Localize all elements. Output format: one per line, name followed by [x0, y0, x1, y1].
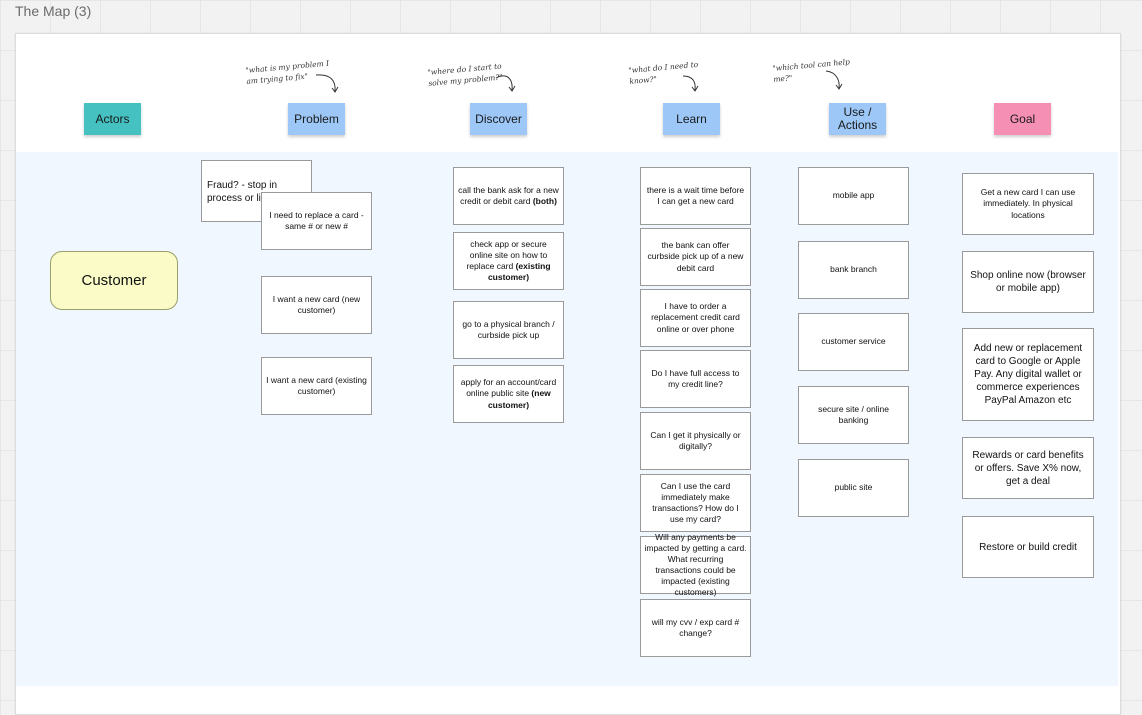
goal-card[interactable]: Shop online now (browser or mobile app): [962, 251, 1094, 313]
problem-card[interactable]: I want a new card (new customer): [261, 276, 372, 334]
arrow-discover: [495, 75, 513, 91]
header-use-actions[interactable]: Use / Actions: [829, 103, 886, 135]
arrow-problem: [315, 74, 336, 92]
action-card-bank-branch[interactable]: bank branch: [798, 241, 909, 299]
action-card-secure-site[interactable]: secure site / online banking: [798, 386, 909, 444]
action-card-mobile-app[interactable]: mobile app: [798, 167, 909, 225]
discover-card-text: check app or secure online site on how t…: [466, 238, 548, 271]
action-card-public-site[interactable]: public site: [798, 459, 909, 517]
action-card-customer-service[interactable]: customer service: [798, 313, 909, 371]
learn-card[interactable]: there is a wait time before I can get a …: [640, 167, 751, 225]
discover-card-text: call the bank ask for a new credit or de…: [458, 184, 559, 206]
discover-card-emphasis: (existing customer): [487, 261, 551, 283]
goal-card[interactable]: Add new or replacement card to Google or…: [962, 328, 1094, 421]
discover-card-text: go to a physical branch / curbside pick …: [462, 318, 555, 340]
discover-card-text: apply for an account/card online public …: [460, 377, 557, 399]
learn-card[interactable]: Can I get it physically or digitally?: [640, 412, 751, 470]
arrow-learn: [682, 75, 696, 91]
header-actors[interactable]: Actors: [84, 103, 141, 135]
problem-card[interactable]: I need to replace a card - same # or new…: [261, 192, 372, 250]
header-problem[interactable]: Problem: [288, 103, 345, 135]
learn-card[interactable]: I have to order a replacement credit car…: [640, 289, 751, 347]
frame-title: The Map (3): [15, 3, 92, 19]
discover-card[interactable]: apply for an account/card online public …: [453, 365, 564, 423]
discover-card[interactable]: go to a physical branch / curbside pick …: [453, 301, 564, 359]
goal-card[interactable]: Rewards or card benefits or offers. Save…: [962, 437, 1094, 499]
arrow-use: [825, 70, 840, 89]
learn-card[interactable]: Do I have full access to my credit line?: [640, 350, 751, 408]
learn-card[interactable]: Will any payments be impacted by getting…: [640, 532, 751, 597]
annotation-arrows: [315, 70, 843, 93]
discover-card[interactable]: check app or secure online site on how t…: [453, 232, 564, 290]
actor-customer[interactable]: Customer: [50, 251, 178, 310]
discover-card-emphasis: (new customer): [487, 388, 551, 410]
swimlane-band: [16, 152, 1118, 686]
learn-card[interactable]: Can I use the card immediately make tran…: [640, 474, 751, 532]
discover-card[interactable]: call the bank ask for a new credit or de…: [453, 167, 564, 225]
learn-card[interactable]: will my cvv / exp card # change?: [640, 599, 751, 657]
header-goal[interactable]: Goal: [994, 103, 1051, 135]
header-discover[interactable]: Discover: [470, 103, 527, 135]
goal-card[interactable]: Get a new card I can use immediately. In…: [962, 173, 1094, 235]
discover-card-emphasis: (both): [532, 196, 557, 206]
learn-card[interactable]: the bank can offer curbside pick up of a…: [640, 228, 751, 286]
problem-card[interactable]: I want a new card (existing customer): [261, 357, 372, 415]
header-learn[interactable]: Learn: [663, 103, 720, 135]
goal-card[interactable]: Restore or build credit: [962, 516, 1094, 578]
